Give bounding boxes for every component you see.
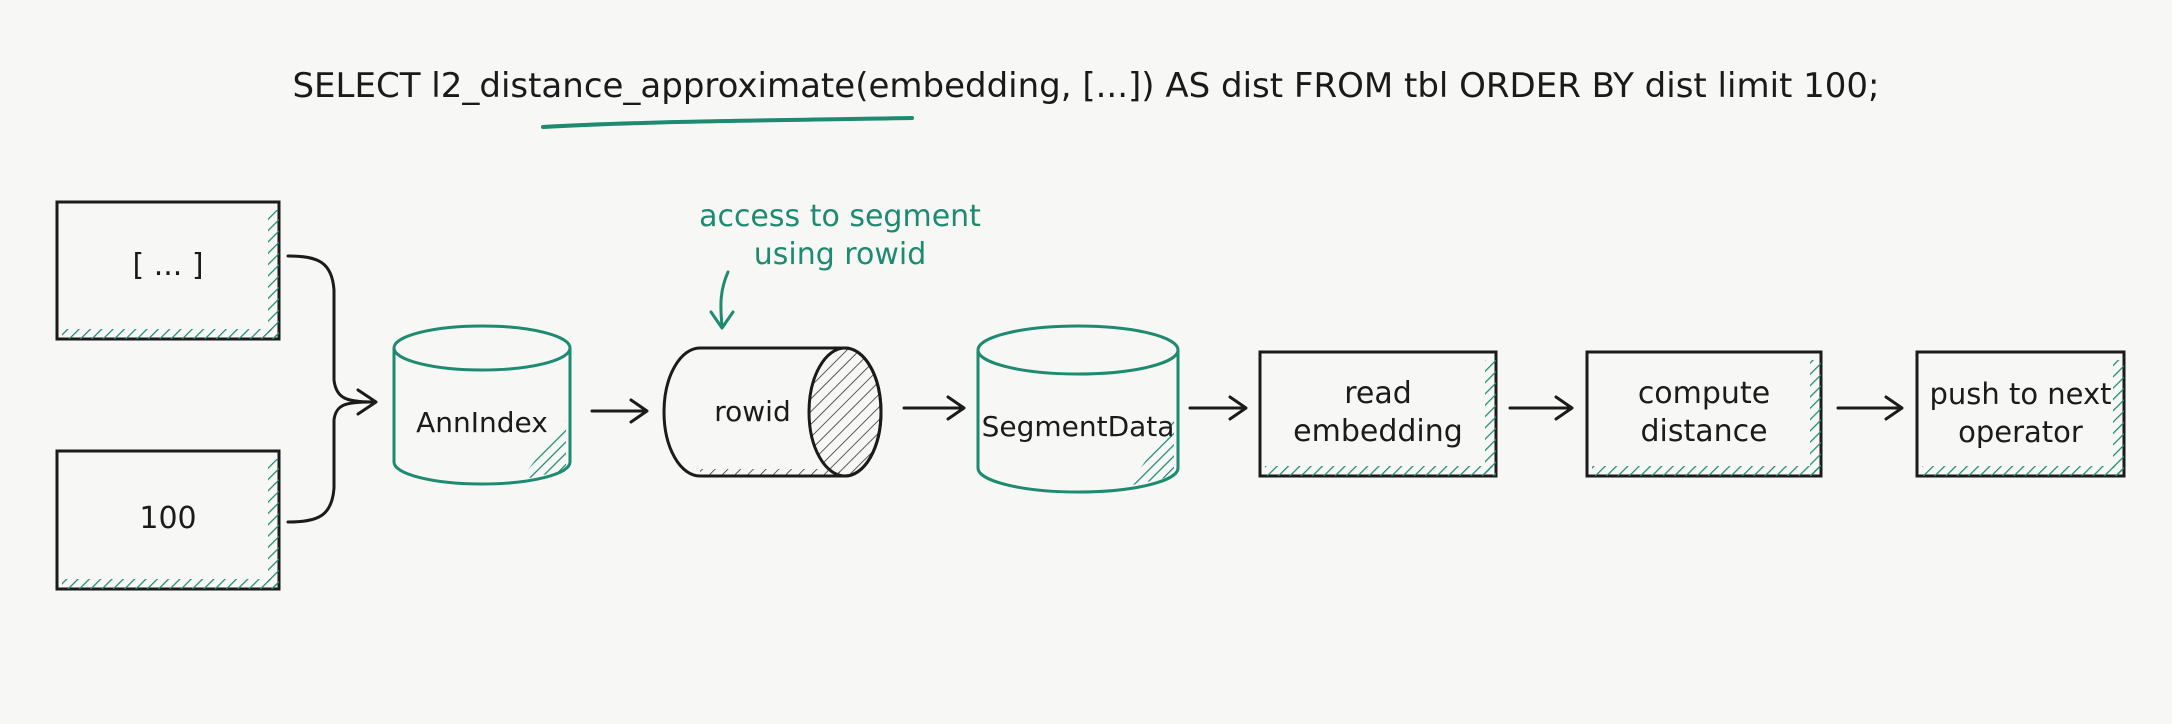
push-next-line-2: operator — [1958, 415, 2083, 449]
query-function-name: l2_distance_approximate — [431, 66, 856, 106]
read-embedding-box — [1258, 350, 1498, 478]
function-underline — [541, 116, 914, 129]
query-suffix: (embedding, [...]) AS dist FROM tbl ORDE… — [855, 66, 1880, 106]
segment-data-cylinder — [976, 324, 1180, 494]
limit-input-box — [55, 449, 281, 591]
compute-distance-line-1: compute — [1637, 376, 1771, 411]
arrow-4 — [1508, 395, 1574, 421]
rowid-annotation: access to segment using rowid — [690, 198, 990, 274]
read-embedding-line-2: embedding — [1293, 414, 1463, 449]
limit-input-label: 100 — [139, 501, 197, 536]
read-embedding-label: read embedding — [1260, 375, 1496, 451]
arrow-5 — [1836, 395, 1904, 421]
arrow-2 — [902, 395, 966, 421]
rowid-cylinder — [662, 346, 883, 478]
query-prefix: SELECT — [292, 66, 432, 106]
arrow-3 — [1188, 395, 1248, 421]
vector-input-label: [ ... ] — [132, 248, 204, 283]
sql-query: SELECT l2_distance_approximate(embedding… — [0, 66, 2172, 106]
compute-distance-label: compute distance — [1587, 375, 1821, 451]
push-next-box — [1915, 350, 2126, 478]
segment-data-label: SegmentData — [981, 410, 1175, 443]
vector-input-box — [55, 200, 281, 341]
annotation-line-1: access to segment — [699, 199, 981, 234]
compute-distance-box — [1585, 350, 1823, 478]
read-embedding-line-1: read — [1344, 376, 1412, 411]
brace-connector — [286, 254, 378, 524]
push-next-line-1: push to next — [1929, 377, 2112, 411]
ann-index-cylinder — [392, 324, 572, 486]
compute-distance-line-2: distance — [1640, 414, 1768, 449]
annotation-line-2: using rowid — [753, 237, 927, 272]
push-next-label: push to next operator — [1917, 375, 2124, 451]
annotation-arrow — [709, 270, 735, 330]
ann-index-label: AnnIndex — [416, 406, 548, 439]
rowid-label: rowid — [714, 395, 791, 428]
arrow-1 — [590, 398, 649, 424]
